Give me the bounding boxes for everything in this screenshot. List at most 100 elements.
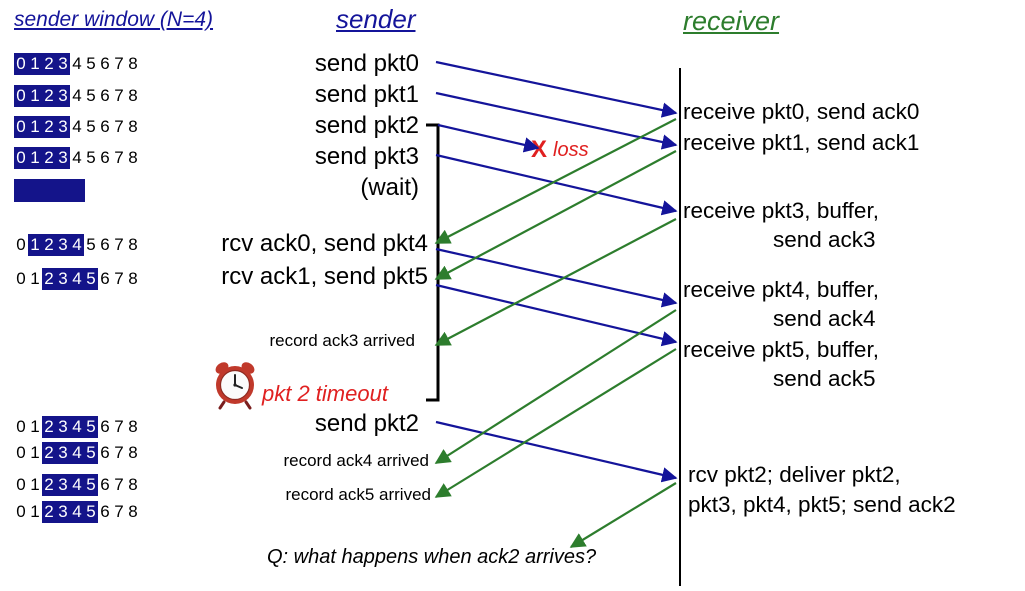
seq-number: 7 [114, 235, 124, 254]
sender-window-header: sender window (N=4) [14, 8, 214, 31]
arrow-ack4 [434, 309, 677, 464]
seq-number: 3 [56, 234, 70, 256]
sender-header: sender [336, 4, 416, 34]
sender-send-pkt0: send pkt0 [314, 50, 419, 77]
seq-number: 6 [100, 86, 110, 105]
receiver-pkt5-line2: send ack5 [773, 366, 876, 391]
seq-number: 5 [84, 268, 98, 290]
arrow-pkt2-lost [437, 123, 540, 153]
seq-number: 0 [16, 235, 26, 254]
seq-number: 4 [72, 86, 82, 105]
seq-number: 3 [56, 416, 70, 438]
arrow-ack0 [434, 118, 677, 244]
seq-number: 2 [42, 501, 56, 523]
arrow-pkt1 [435, 91, 678, 150]
seq-number: 7 [114, 443, 124, 462]
seq-number: 8 [128, 502, 138, 521]
seq-number: 2 [42, 474, 56, 496]
seq-number: 8 [128, 86, 138, 105]
seq-number: 4 [70, 474, 84, 496]
seq-number: 3 [56, 53, 70, 75]
seq-number: 2 [42, 53, 56, 75]
empty-window-block [14, 179, 85, 202]
seq-number: 8 [128, 417, 138, 436]
receiver-pkt0: receive pkt0, send ack0 [683, 99, 920, 124]
seq-number: 3 [56, 501, 70, 523]
arrow-pkt0 [435, 60, 678, 118]
seq-number: 3 [56, 116, 70, 138]
seq-number: 2 [42, 442, 56, 464]
seq-number: 7 [114, 269, 124, 288]
seq-number: 3 [56, 474, 70, 496]
receiver-pkt3-line2: send ack3 [773, 227, 876, 252]
sender-record-ack5: record ack5 arrived [285, 485, 431, 504]
receiver-pkt2-line1: rcv pkt2; deliver pkt2, [688, 462, 901, 487]
seq-number: 0 [14, 116, 28, 138]
seq-number: 1 [30, 269, 40, 288]
seq-number: 6 [100, 148, 110, 167]
seq-number: 5 [86, 235, 96, 254]
seq-number: 6 [100, 475, 110, 494]
seq-number: 7 [114, 475, 124, 494]
seq-number: 2 [42, 85, 56, 107]
receiver-header: receiver [683, 6, 780, 36]
seq-number: 0 [16, 475, 26, 494]
seq-number: 0 [16, 417, 26, 436]
seq-number: 3 [56, 268, 70, 290]
seq-number: 8 [128, 148, 138, 167]
receiver-pkt2-line2: pkt3, pkt4, pkt5; send ack2 [688, 492, 956, 517]
seq-number: 8 [128, 54, 138, 73]
loss-label: loss [553, 139, 589, 161]
sender-send-pkt1: send pkt1 [314, 81, 419, 108]
seq-number: 7 [114, 417, 124, 436]
seq-number: 7 [114, 148, 124, 167]
seq-number: 6 [100, 54, 110, 73]
seq-number: 6 [100, 269, 110, 288]
seq-number: 0 [16, 443, 26, 462]
seq-number: 4 [72, 117, 82, 136]
seq-number: 2 [42, 416, 56, 438]
seq-number: 5 [84, 474, 98, 496]
seq-number: 6 [100, 502, 110, 521]
arrow-ack5 [434, 348, 677, 498]
seq-number: 3 [56, 147, 70, 169]
seq-number: 5 [84, 416, 98, 438]
seq-number: 0 [14, 53, 28, 75]
receiver-pkt5-line1: receive pkt5, buffer, [683, 337, 879, 362]
seq-number: 6 [100, 443, 110, 462]
sender-resend-pkt2: send pkt2 [314, 410, 419, 437]
arrow-pkt4 [435, 247, 678, 308]
sender-rcv-ack1: rcv ack1, send pkt5 [221, 263, 428, 290]
sender-rcv-ack0: rcv ack0, send pkt4 [221, 230, 428, 257]
seq-number: 6 [100, 117, 110, 136]
pkt2-timeout-label: pkt 2 timeout [262, 381, 388, 406]
seq-number: 1 [30, 443, 40, 462]
seq-number: 7 [114, 54, 124, 73]
timeout-bracket [426, 123, 440, 402]
arrow-ack3 [434, 218, 677, 346]
seq-number: 5 [86, 54, 96, 73]
seq-number: 5 [86, 86, 96, 105]
arrow-pkt3 [435, 153, 678, 216]
seq-number: 4 [70, 268, 84, 290]
arrow-pkt5 [435, 283, 678, 347]
seq-number: 4 [72, 148, 82, 167]
seq-number: 2 [42, 268, 56, 290]
seq-number: 1 [30, 475, 40, 494]
seq-number: 0 [14, 147, 28, 169]
seq-number: 7 [114, 117, 124, 136]
arrow-resend-pkt2 [435, 420, 678, 483]
seq-number: 8 [128, 117, 138, 136]
question-text: Q: what happens when ack2 arrives? [267, 546, 597, 568]
seq-number: 8 [128, 269, 138, 288]
sender-send-pkt3: send pkt3 [314, 143, 419, 170]
seq-number: 5 [86, 117, 96, 136]
seq-number: 8 [128, 235, 138, 254]
seq-number: 0 [16, 269, 26, 288]
